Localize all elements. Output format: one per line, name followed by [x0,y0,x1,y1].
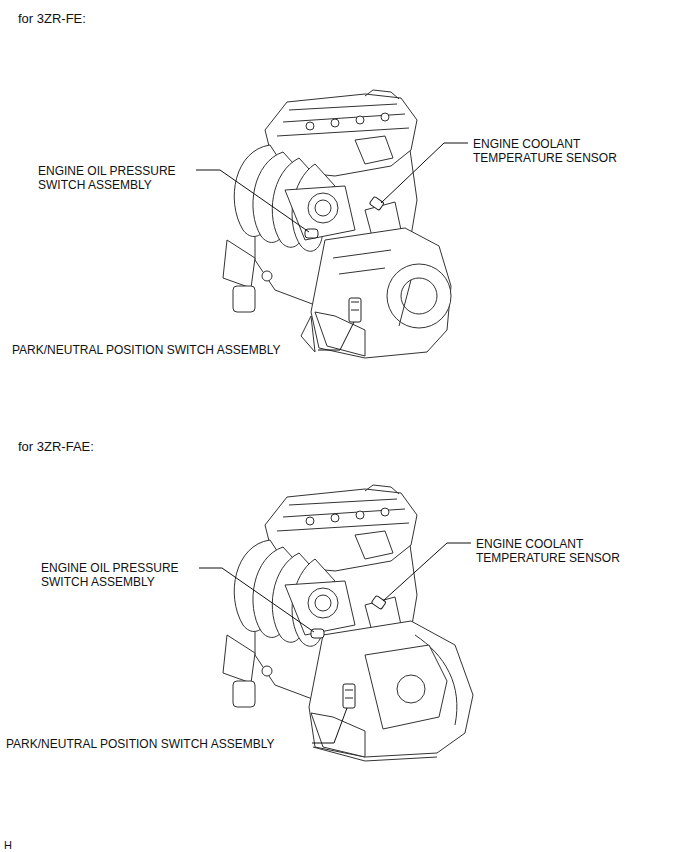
part-label: ENGINE COOLANT TEMPERATURE SENSOR [473,137,625,165]
section-heading: for 3ZR-FAE: [18,440,94,454]
part-label: PARK/NEUTRAL POSITION SWITCH ASSEMBLY [12,343,281,357]
part-label: ENGINE COOLANT TEMPERATURE SENSOR [476,537,628,565]
figure-code: H [4,838,12,852]
section-heading: for 3ZR-FE: [18,12,86,26]
part-label: ENGINE OIL PRESSURE SWITCH ASSEMBLY [38,164,190,192]
part-label: PARK/NEUTRAL POSITION SWITCH ASSEMBLY [6,737,275,751]
part-label: ENGINE OIL PRESSURE SWITCH ASSEMBLY [41,561,193,589]
